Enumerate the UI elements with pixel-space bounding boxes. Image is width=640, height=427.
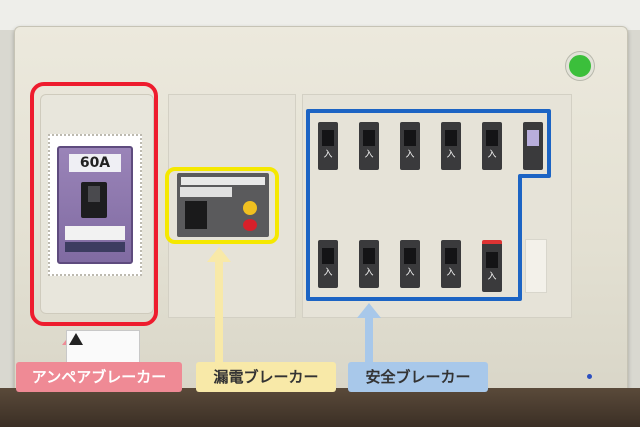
earth-leakage-highlight — [165, 167, 279, 244]
ampere-breaker[interactable]: 60A — [57, 146, 133, 264]
branch-lever — [322, 248, 334, 264]
branch-mark: 入 — [487, 272, 497, 282]
branch-lever — [363, 130, 375, 146]
branch-mark: 入 — [446, 268, 456, 278]
branch-mark: 入 — [323, 268, 333, 278]
branch-mark: 入 — [446, 150, 456, 160]
warning-icon — [69, 333, 83, 345]
ampere-breaker-highlight — [30, 82, 158, 326]
branch-breaker[interactable]: 入 — [400, 122, 420, 170]
warning-sticker — [66, 330, 140, 366]
branch-mark: 入 — [323, 150, 333, 160]
elb-top-strip — [181, 177, 265, 185]
branch-breaker[interactable]: 入 — [318, 240, 338, 288]
branch-mark: 入 — [364, 150, 374, 160]
earth-leakage-breaker[interactable] — [177, 173, 269, 237]
branch-lever — [404, 130, 416, 146]
branch-mark: 入 — [405, 150, 415, 160]
main-breaker-nameplate — [65, 242, 125, 252]
branch-breaker[interactable]: 入 — [318, 122, 338, 170]
earth-leakage-breaker-label: 漏電ブレーカー — [196, 362, 336, 392]
amp-rating: 60A — [69, 154, 121, 172]
shelf-edge — [0, 388, 640, 427]
branch-lever — [445, 130, 457, 146]
branch-breaker[interactable]: 入 — [482, 122, 502, 170]
elb-label-plate — [180, 187, 232, 197]
elb-reset-button[interactable] — [243, 219, 257, 231]
branch-mark — [528, 150, 538, 160]
branch-breaker[interactable]: 入 — [441, 122, 461, 170]
branch-breaker[interactable]: 入 — [359, 240, 379, 288]
branch-breaker[interactable]: 入 — [441, 240, 461, 288]
branch-lever — [322, 130, 334, 146]
branch-lever — [527, 130, 539, 146]
safety-breaker-label: 安全ブレーカー — [348, 362, 488, 392]
branch-breaker[interactable]: 入 — [400, 240, 420, 288]
branch-lever — [404, 248, 416, 264]
branch-breaker[interactable]: 入 — [482, 240, 502, 292]
blank-slot — [525, 239, 547, 293]
branch-lever — [486, 252, 498, 268]
branch-mark: 入 — [364, 268, 374, 278]
branch-lever — [486, 130, 498, 146]
branch-lever — [363, 248, 375, 264]
branch-lever — [445, 248, 457, 264]
pilot-lamp — [566, 52, 594, 80]
main-breaker-lever — [88, 186, 100, 202]
elb-test-button[interactable] — [243, 201, 257, 215]
main-breaker-plate — [65, 226, 125, 240]
wall — [0, 0, 640, 30]
branch-breaker[interactable]: 入 — [359, 122, 379, 170]
elb-switch[interactable] — [185, 201, 207, 229]
ampere-breaker-label: アンペアブレーカー — [16, 362, 182, 392]
branch-mark: 入 — [487, 150, 497, 160]
indicator-dot — [587, 374, 592, 379]
branch-mark: 入 — [405, 268, 415, 278]
branch-breaker[interactable] — [523, 122, 543, 170]
